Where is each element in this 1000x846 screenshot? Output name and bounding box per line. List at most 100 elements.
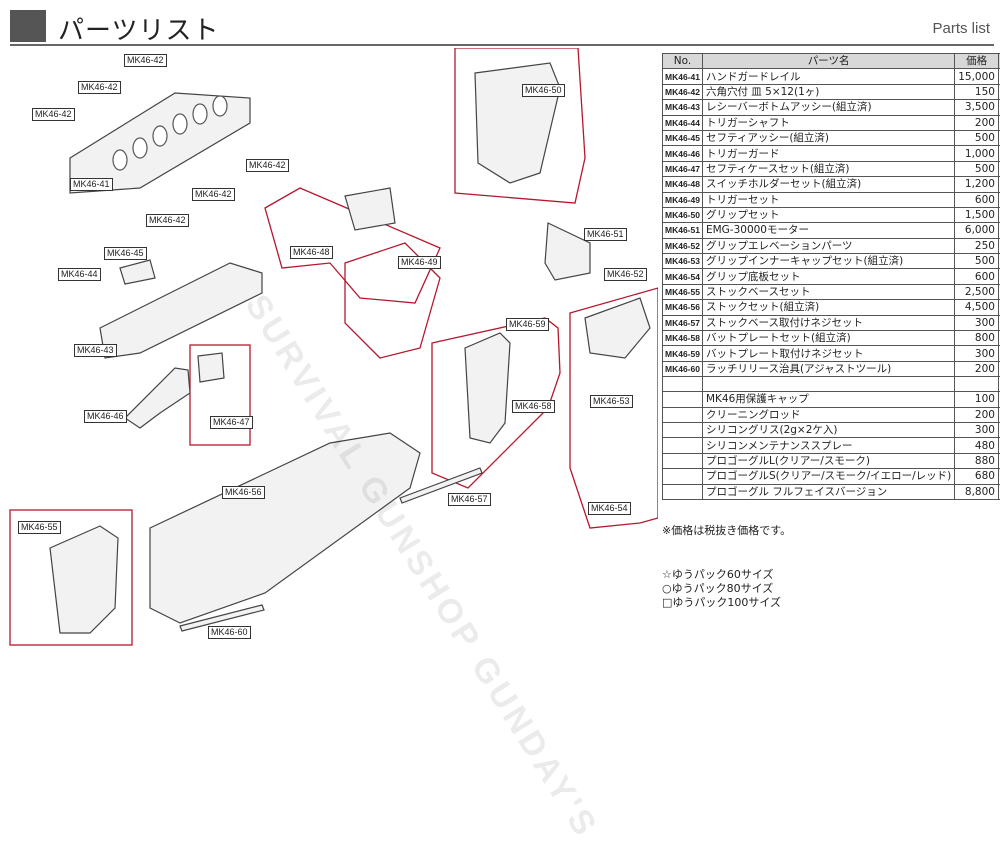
part-name: ハンドガードレイル — [702, 69, 954, 84]
table-row: MK46-57ストックベース取付けネジセット300120 — [663, 315, 1000, 330]
accessory-price: 680 — [955, 469, 999, 484]
diagram-label: MK46-59 — [506, 318, 549, 331]
legend-item: ○ゆうパック80サイズ — [662, 582, 781, 596]
part-price: 300 — [955, 315, 999, 330]
empty-cell — [663, 484, 703, 499]
diagram-label: MK46-43 — [74, 344, 117, 357]
diagram-label: MK46-53 — [590, 395, 633, 408]
diagram-label: MK46-42 — [246, 159, 289, 172]
part-price: 800 — [955, 331, 999, 346]
empty-cell — [663, 392, 703, 407]
part-number: MK46-45 — [663, 130, 703, 145]
diagram-label: MK46-51 — [584, 228, 627, 241]
part-number: MK46-54 — [663, 269, 703, 284]
part-price: 150 — [955, 84, 999, 99]
accessory-name: プロゴーグルL(クリアー/スモーク) — [702, 453, 954, 468]
stock-base-shape — [50, 526, 118, 633]
diagram-label: MK46-49 — [398, 256, 441, 269]
part-number: MK46-56 — [663, 300, 703, 315]
table-row: プロゴーグルL(クリアー/スモーク)880250 — [663, 453, 1000, 468]
diagram-label: MK46-56 — [222, 486, 265, 499]
page-header: パーツリスト Parts list — [10, 8, 994, 46]
part-price: 200 — [955, 361, 999, 376]
part-number: MK46-41 — [663, 69, 703, 84]
diagram-label: MK46-42 — [78, 81, 121, 94]
part-name: グリップセット — [702, 207, 954, 222]
table-spacer-row — [663, 377, 1000, 392]
col-header-name: パーツ名 — [702, 54, 954, 69]
accessory-name: シリコングリス(2g×2ケ入) — [702, 422, 954, 437]
part-name: グリップ底板セット — [702, 269, 954, 284]
part-price: 300 — [955, 346, 999, 361]
diagram-label: MK46-47 — [210, 416, 253, 429]
accessory-price: 300 — [955, 422, 999, 437]
part-price: 1,500 — [955, 207, 999, 222]
empty-cell — [663, 407, 703, 422]
grip-shape — [475, 63, 560, 183]
accessory-name: MK46用保護キャップ — [702, 392, 954, 407]
accessory-name: プロゴーグルS(クリアー/スモーク/イエロー/レッド) — [702, 469, 954, 484]
part-number: MK46-58 — [663, 331, 703, 346]
shipping-legend: ☆ゆうパック60サイズ ○ゆうパック80サイズ □ゆうパック100サイズ — [662, 568, 781, 610]
part-name: 六角穴付 皿 5×12(1ヶ) — [702, 84, 954, 99]
part-name: スイッチホルダーセット(組立済) — [702, 177, 954, 192]
table-row: MK46-44トリガーシャフト200120 — [663, 115, 1000, 130]
part-name: ストックセット(組立済) — [702, 300, 954, 315]
table-header-row: No. パーツ名 価格 送料 — [663, 54, 1000, 69]
table-row: クリーニングロッド200400 — [663, 407, 1000, 422]
accessory-price: 480 — [955, 438, 999, 453]
part-price: 250 — [955, 238, 999, 253]
part-number: MK46-47 — [663, 161, 703, 176]
part-price: 500 — [955, 130, 999, 145]
part-number: MK46-52 — [663, 238, 703, 253]
table-row: MK46-54グリップ底板セット600350 — [663, 269, 1000, 284]
diagram-label: MK46-42 — [146, 214, 189, 227]
diagram-label: MK46-57 — [448, 493, 491, 506]
part-number: MK46-46 — [663, 146, 703, 161]
parts-table: No. パーツ名 価格 送料 MK46-41ハンドガードレイル15,000○MK… — [662, 53, 1000, 500]
part-name: バットプレート取付けネジセット — [702, 346, 954, 361]
empty-cell — [702, 377, 954, 392]
diagram-label: MK46-52 — [604, 268, 647, 281]
part-price: 15,000 — [955, 69, 999, 84]
diagram-label: MK46-48 — [290, 246, 333, 259]
butt-plate-shape — [465, 333, 510, 443]
part-price: 500 — [955, 254, 999, 269]
part-price: 600 — [955, 269, 999, 284]
page-title-en: Parts list — [932, 20, 990, 37]
part-number: MK46-49 — [663, 192, 703, 207]
table-row: MK46-59バットプレート取付けネジセット300120 — [663, 346, 1000, 361]
table-row: MK46-49トリガーセット600350 — [663, 192, 1000, 207]
part-shapes — [50, 63, 650, 633]
accessory-price: 100 — [955, 392, 999, 407]
part-name: セフティケースセット(組立済) — [702, 161, 954, 176]
part-price: 4,500 — [955, 300, 999, 315]
table-row: MK46用保護キャップ100120 — [663, 392, 1000, 407]
safety-case-shape — [198, 353, 224, 382]
trigger-guard-shape — [125, 368, 190, 428]
part-name: グリップインナーキャップセット(組立済) — [702, 254, 954, 269]
part-number: MK46-42 — [663, 84, 703, 99]
legend-item: ☆ゆうパック60サイズ — [662, 568, 781, 582]
part-name: グリップエレベーションパーツ — [702, 238, 954, 253]
empty-cell — [663, 469, 703, 484]
empty-cell — [955, 377, 999, 392]
part-price: 500 — [955, 161, 999, 176]
diagram-label: MK46-45 — [104, 247, 147, 260]
empty-cell — [663, 377, 703, 392]
part-number: MK46-59 — [663, 346, 703, 361]
part-number: MK46-57 — [663, 315, 703, 330]
part-price: 200 — [955, 115, 999, 130]
diagram-label: MK46-44 — [58, 268, 101, 281]
table-row: シリコンメンテナンススプレー480250 — [663, 438, 1000, 453]
table-row: プロゴーグルS(クリアー/スモーク/イエロー/レッド)680250 — [663, 469, 1000, 484]
part-price: 1,200 — [955, 177, 999, 192]
part-number: MK46-48 — [663, 177, 703, 192]
